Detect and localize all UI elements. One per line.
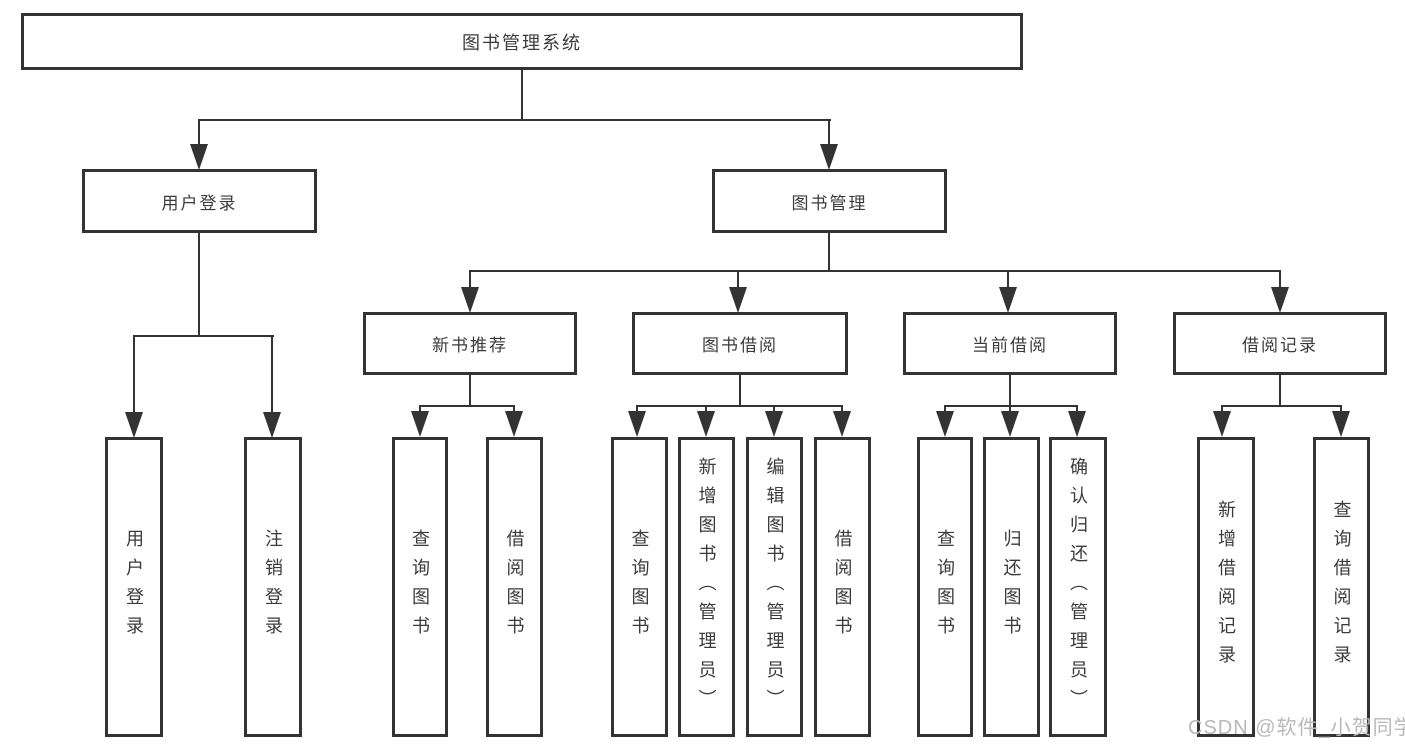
connector-line bbox=[944, 405, 1078, 407]
arrowhead-icon bbox=[505, 411, 523, 437]
connector-line bbox=[469, 270, 1281, 272]
node-label: 图书借阅 bbox=[702, 336, 778, 355]
leaf-query-books-current: 查询图书 bbox=[917, 437, 973, 737]
node-label: 用户登录 bbox=[161, 193, 238, 213]
arrowhead-icon bbox=[765, 411, 783, 437]
leaf-label: 查询图书 bbox=[629, 529, 650, 645]
connector-line bbox=[636, 405, 843, 407]
connector-line bbox=[198, 233, 200, 335]
leaf-borrow-books: 借阅图书 bbox=[814, 437, 871, 737]
node-label: 图书管理 bbox=[791, 193, 868, 213]
node-borrowing-records: 借阅记录 bbox=[1173, 312, 1387, 375]
arrowhead-icon bbox=[1213, 411, 1231, 437]
arrowhead-icon bbox=[461, 287, 479, 313]
leaf-label: 查询图书 bbox=[935, 529, 955, 645]
connector-line bbox=[469, 375, 471, 407]
connector-line bbox=[469, 270, 471, 292]
connector-line bbox=[133, 335, 135, 415]
arrowhead-icon bbox=[411, 411, 429, 437]
leaf-add-books-admin: 新增图书（管理员） bbox=[678, 437, 735, 737]
arrowhead-icon bbox=[999, 287, 1017, 313]
node-book-borrowing: 图书借阅 bbox=[632, 312, 848, 375]
connector-line bbox=[521, 70, 523, 120]
arrowhead-icon bbox=[1068, 411, 1086, 437]
leaf-label: 查询图书 bbox=[410, 529, 430, 645]
connector-line bbox=[1279, 375, 1281, 407]
node-label: 借阅记录 bbox=[1242, 336, 1318, 355]
connector-line bbox=[737, 270, 739, 292]
leaf-label: 新增借阅记录 bbox=[1216, 500, 1236, 674]
leaf-borrow-books-recommend: 借阅图书 bbox=[486, 437, 543, 737]
connector-line bbox=[1279, 270, 1281, 292]
connector-line bbox=[828, 233, 830, 272]
leaf-query-books-recommend: 查询图书 bbox=[392, 437, 448, 737]
leaf-label: 借阅图书 bbox=[832, 529, 853, 645]
arrowhead-icon bbox=[697, 411, 715, 437]
leaf-label: 归还图书 bbox=[1001, 529, 1022, 645]
connector-line bbox=[828, 119, 830, 149]
connector-line bbox=[198, 119, 831, 121]
arrowhead-icon bbox=[190, 144, 208, 170]
leaf-return-books: 归还图书 bbox=[983, 437, 1040, 737]
connector-line bbox=[1009, 375, 1011, 407]
leaf-query-books-borrow: 查询图书 bbox=[611, 437, 668, 737]
connector-line bbox=[133, 335, 274, 337]
node-book-management: 图书管理 bbox=[712, 169, 947, 233]
arrowhead-icon bbox=[1332, 411, 1350, 437]
arrowhead-icon bbox=[729, 287, 747, 313]
leaf-confirm-return-admin: 确认归还（管理员） bbox=[1049, 437, 1107, 737]
leaf-label: 编辑图书（管理员） bbox=[764, 456, 785, 718]
leaf-label: 确认归还（管理员） bbox=[1068, 456, 1088, 718]
node-current-borrowing: 当前借阅 bbox=[903, 312, 1117, 375]
connector-line bbox=[739, 375, 741, 407]
connector-line bbox=[1007, 270, 1009, 292]
leaf-label: 注销登录 bbox=[263, 529, 283, 645]
node-label: 当前借阅 bbox=[972, 336, 1048, 355]
leaf-user-login: 用户登录 bbox=[105, 437, 163, 737]
node-user-login: 用户登录 bbox=[82, 169, 317, 233]
csdn-watermark: CSDN @软件_小贺同学 bbox=[1188, 717, 1405, 739]
leaf-query-borrow-record: 查询借阅记录 bbox=[1313, 437, 1370, 737]
arrowhead-icon bbox=[936, 411, 954, 437]
leaf-label: 借阅图书 bbox=[504, 529, 525, 645]
node-label: 新书推荐 bbox=[432, 336, 508, 355]
connector-line bbox=[1221, 405, 1342, 407]
leaf-edit-books-admin: 编辑图书（管理员） bbox=[746, 437, 803, 737]
arrowhead-icon bbox=[263, 412, 281, 438]
node-new-book-recommend: 新书推荐 bbox=[363, 312, 577, 375]
leaf-label: 查询借阅记录 bbox=[1331, 500, 1352, 674]
arrowhead-icon bbox=[125, 412, 143, 438]
connector-line bbox=[419, 405, 515, 407]
arrowhead-icon bbox=[820, 144, 838, 170]
leaf-label: 用户登录 bbox=[124, 529, 144, 645]
connector-line bbox=[198, 119, 200, 149]
arrowhead-icon bbox=[833, 411, 851, 437]
leaf-add-borrow-record: 新增借阅记录 bbox=[1197, 437, 1255, 737]
leaf-label: 新增图书（管理员） bbox=[696, 456, 717, 718]
connector-line bbox=[271, 335, 273, 415]
arrowhead-icon bbox=[628, 411, 646, 437]
leaf-logout: 注销登录 bbox=[244, 437, 302, 737]
node-label: 图书管理系统 bbox=[462, 32, 582, 53]
node-root-library-management-system: 图书管理系统 bbox=[21, 13, 1023, 70]
arrowhead-icon bbox=[1001, 411, 1019, 437]
arrowhead-icon bbox=[1271, 287, 1289, 313]
